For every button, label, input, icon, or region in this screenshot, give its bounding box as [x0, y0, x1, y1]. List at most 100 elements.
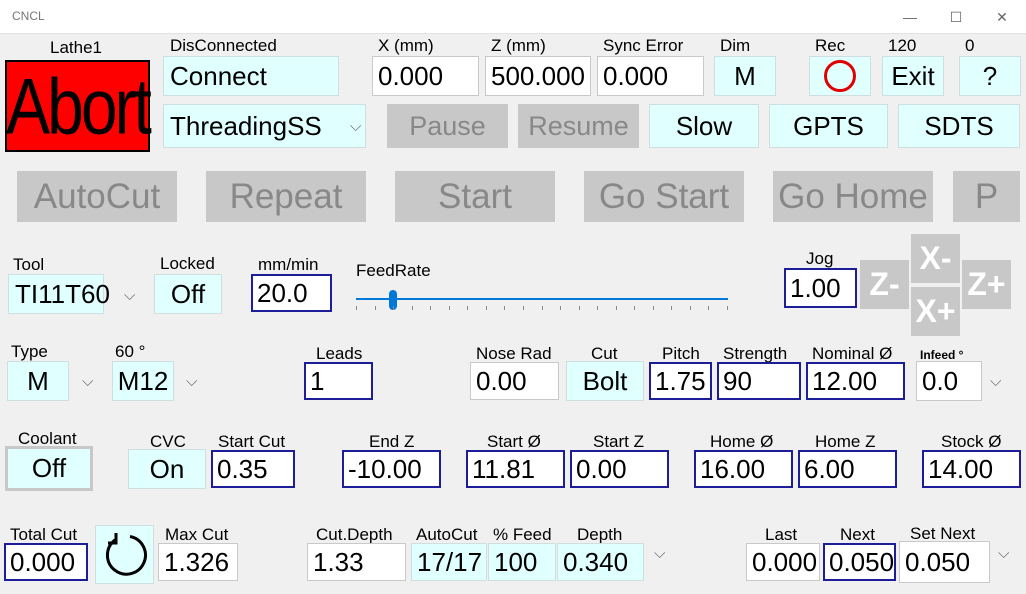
sync-error-value: 0.000	[597, 56, 704, 96]
chevron-down-icon[interactable]: ⌵	[990, 373, 1002, 390]
counter-label: 120	[888, 36, 917, 55]
type-select[interactable]: M	[7, 361, 69, 401]
tool-label: Tool	[13, 255, 45, 274]
connect-button[interactable]: Connect	[163, 56, 339, 96]
end-z-input[interactable]: -10.00	[342, 450, 441, 488]
chevron-down-icon: ⌵	[350, 118, 362, 135]
refresh-icon	[105, 532, 147, 576]
dim-label: Dim	[720, 36, 751, 55]
record-button[interactable]	[809, 56, 871, 96]
max-cut-value: 1.326	[158, 543, 238, 581]
go-home-button[interactable]: Go Home	[773, 171, 933, 222]
jog-x-minus-button[interactable]: X-	[911, 234, 960, 283]
chevron-down-icon[interactable]: ⌵	[654, 545, 666, 562]
slow-button[interactable]: Slow	[649, 104, 759, 148]
exit-button[interactable]: Exit	[882, 56, 944, 96]
cut-button[interactable]: Bolt	[566, 361, 644, 401]
nominal-dia-label: Nominal Ø	[812, 344, 893, 363]
slider-tick	[542, 306, 543, 310]
title-bar: CNCL — ☐ ✕	[0, 0, 1026, 34]
abort-button[interactable]: Abort	[5, 60, 152, 152]
strength-input[interactable]: 90	[717, 362, 801, 400]
autocut-button[interactable]: AutoCut	[17, 171, 177, 222]
chevron-down-icon[interactable]: ⌵	[186, 373, 198, 390]
gpts-button[interactable]: GPTS	[769, 104, 888, 148]
sdts-button[interactable]: SDTS	[898, 104, 1020, 148]
feedrate-slider[interactable]	[356, 290, 728, 315]
slider-thumb[interactable]	[389, 290, 397, 310]
mode-select[interactable]: ThreadingSS ⌵	[163, 104, 366, 148]
resume-button[interactable]: Resume	[518, 104, 639, 148]
slider-tick	[449, 306, 450, 310]
start-dia-label: Start Ø	[487, 432, 541, 451]
slider-tick	[486, 306, 487, 310]
slider-tick	[356, 306, 357, 310]
chevron-down-icon[interactable]: ⌵	[998, 545, 1010, 562]
reset-button[interactable]	[95, 525, 154, 584]
jog-input[interactable]: 1.00	[784, 268, 857, 308]
p-button[interactable]: P	[953, 171, 1020, 222]
minimize-icon[interactable]: —	[903, 9, 917, 25]
start-cut-input[interactable]: 0.35	[211, 450, 295, 488]
slider-tick	[430, 306, 431, 310]
last-label: Last	[765, 525, 798, 544]
nominal-dia-input[interactable]: 12.00	[806, 362, 905, 400]
type-label: Type	[11, 342, 48, 361]
slider-tick	[708, 306, 709, 310]
start-button[interactable]: Start	[395, 171, 555, 222]
dim-button[interactable]: M	[714, 56, 776, 96]
cvc-label: CVC	[150, 432, 186, 451]
jog-z-plus-button[interactable]: Z+	[962, 260, 1011, 309]
coolant-label: Coolant	[18, 429, 77, 448]
pitch-input[interactable]: 1.75	[649, 362, 712, 400]
end-z-label: End Z	[369, 432, 415, 451]
start-dia-input[interactable]: 11.81	[466, 450, 565, 488]
sync-error-label: Sync Error	[603, 36, 684, 55]
stock-dia-label: Stock Ø	[941, 432, 1002, 451]
cut-depth-label: Cut.Depth	[316, 525, 393, 544]
leads-input[interactable]: 1	[304, 362, 373, 400]
stock-dia-input[interactable]: 14.00	[922, 450, 1021, 488]
chevron-down-icon[interactable]: ⌵	[124, 287, 136, 304]
last-value: 0.000	[746, 543, 820, 581]
next-label: Next	[840, 525, 875, 544]
infeed-label: Infeed °	[920, 348, 964, 362]
home-z-input[interactable]: 6.00	[798, 450, 897, 488]
cut-depth-value: 1.33	[307, 543, 406, 581]
zero-label: 0	[965, 36, 975, 55]
go-start-button[interactable]: Go Start	[584, 171, 744, 222]
pause-button[interactable]: Pause	[387, 104, 508, 148]
jog-z-minus-button[interactable]: Z-	[860, 260, 909, 309]
jog-x-plus-button[interactable]: X+	[911, 287, 960, 336]
feed-input[interactable]: 20.0	[251, 274, 332, 312]
leads-label: Leads	[316, 344, 363, 363]
close-icon[interactable]: ✕	[996, 8, 1008, 25]
home-dia-input[interactable]: 16.00	[694, 450, 793, 488]
infeed-select[interactable]: 0.0	[916, 361, 982, 401]
maximize-icon[interactable]: ☐	[949, 8, 963, 25]
help-button[interactable]: ?	[959, 56, 1021, 96]
pitch-label: Pitch	[662, 344, 700, 363]
slider-tick	[616, 306, 617, 310]
locked-toggle[interactable]: Off	[154, 274, 222, 314]
depth-select[interactable]: 0.340	[557, 543, 644, 581]
feed-pct-label: % Feed	[493, 525, 552, 544]
slider-tick	[690, 306, 691, 310]
coolant-toggle[interactable]: Off	[5, 446, 93, 491]
nose-rad-input[interactable]: 0.00	[470, 362, 559, 400]
slider-tick	[597, 306, 598, 310]
repeat-button[interactable]: Repeat	[206, 171, 366, 222]
slider-tick	[579, 306, 580, 310]
set-next-select[interactable]: 0.050	[899, 541, 990, 583]
connection-status: DisConnected	[170, 36, 277, 55]
cvc-toggle[interactable]: On	[128, 449, 206, 489]
max-cut-label: Max Cut	[165, 525, 229, 544]
next-input[interactable]: 0.050	[823, 543, 896, 581]
slider-tick	[634, 306, 635, 310]
size-select[interactable]: M12	[112, 361, 174, 401]
start-z-input[interactable]: 0.00	[570, 450, 669, 488]
tool-select[interactable]: TI11T60	[8, 274, 110, 314]
x-position: 0.000	[372, 56, 479, 96]
slider-tick	[467, 306, 468, 310]
chevron-down-icon[interactable]: ⌵	[82, 373, 94, 390]
